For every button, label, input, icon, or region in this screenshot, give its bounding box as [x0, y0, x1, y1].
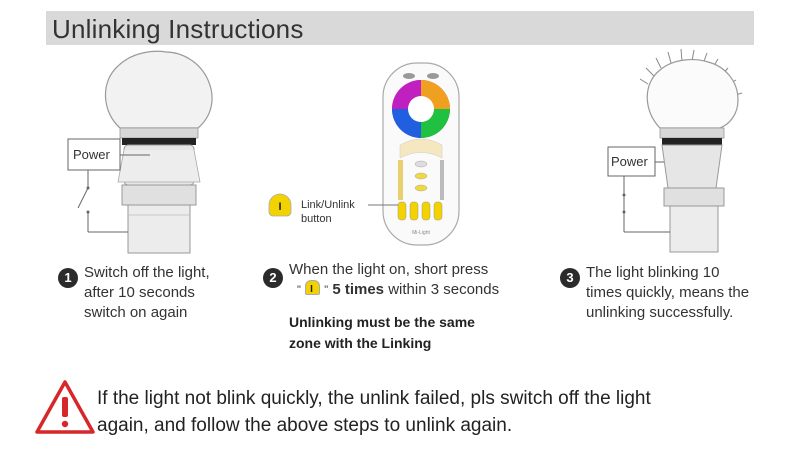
inline-button-icon: I: [305, 280, 321, 295]
step-1-line-3: switch on again: [84, 304, 188, 321]
quote-close: ": [324, 284, 329, 296]
bulb-off-illustration: [104, 50, 213, 254]
button-label: button: [301, 213, 332, 225]
warning-line-1: If the light not blink quickly, the unli…: [97, 388, 651, 409]
zone-note: Unlinking must be the same zone with the…: [289, 312, 475, 354]
power-switch-diagram-1: [67, 138, 150, 233]
press-count: 5 times: [332, 281, 385, 298]
title-bar: [46, 11, 754, 45]
warning-line-2: again, and follow the above steps to unl…: [97, 415, 513, 436]
quote-open: ": [297, 284, 301, 296]
page-title: Unlinking Instructions: [52, 14, 304, 44]
step-2-rest: within 3 seconds: [384, 281, 500, 298]
link-unlink-button-callout: I Link/Unlink button: [268, 193, 398, 225]
remote-illustration: Mi-Light: [382, 62, 460, 246]
link-unlink-label: Link/Unlink: [301, 199, 355, 211]
step-2-text: When the light on, short press " I " 5 t…: [289, 260, 549, 300]
inline-button-glyph: I: [310, 284, 313, 295]
step-3-line-2: times quickly, means the: [586, 284, 750, 301]
step-1-number: 1: [58, 268, 78, 288]
step-2-number: 2: [263, 268, 283, 288]
bulb-on-illustration: [639, 48, 743, 253]
button-glyph: I: [278, 201, 281, 213]
step-3-line-3: unlinking successfully.: [586, 304, 734, 321]
step-3-number: 3: [560, 268, 580, 288]
zone-note-line-1: Unlinking must be the same: [289, 314, 475, 330]
warning-text: If the light not blink quickly, the unli…: [97, 385, 651, 439]
step-2-line-2: " I " 5 times within 3 seconds: [297, 280, 549, 300]
step-1-text: Switch off the light, after 10 seconds s…: [84, 263, 210, 323]
step-2-line-1: When the light on, short press: [289, 261, 489, 278]
step-1-line-2: after 10 seconds: [84, 284, 195, 301]
power-switch-diagram-3: [607, 146, 670, 233]
remote-brand-label: Mi-Light: [412, 230, 430, 236]
step-1-line-1: Switch off the light,: [84, 264, 210, 281]
step-3-text: The light blinking 10 times quickly, mea…: [586, 263, 749, 323]
warning-icon: [35, 380, 95, 434]
power-label-3: Power: [611, 154, 648, 169]
zone-note-line-2: zone with the Linking: [289, 335, 432, 351]
step-3-line-1: The light blinking 10: [586, 264, 720, 281]
power-label-1: Power: [73, 147, 110, 162]
